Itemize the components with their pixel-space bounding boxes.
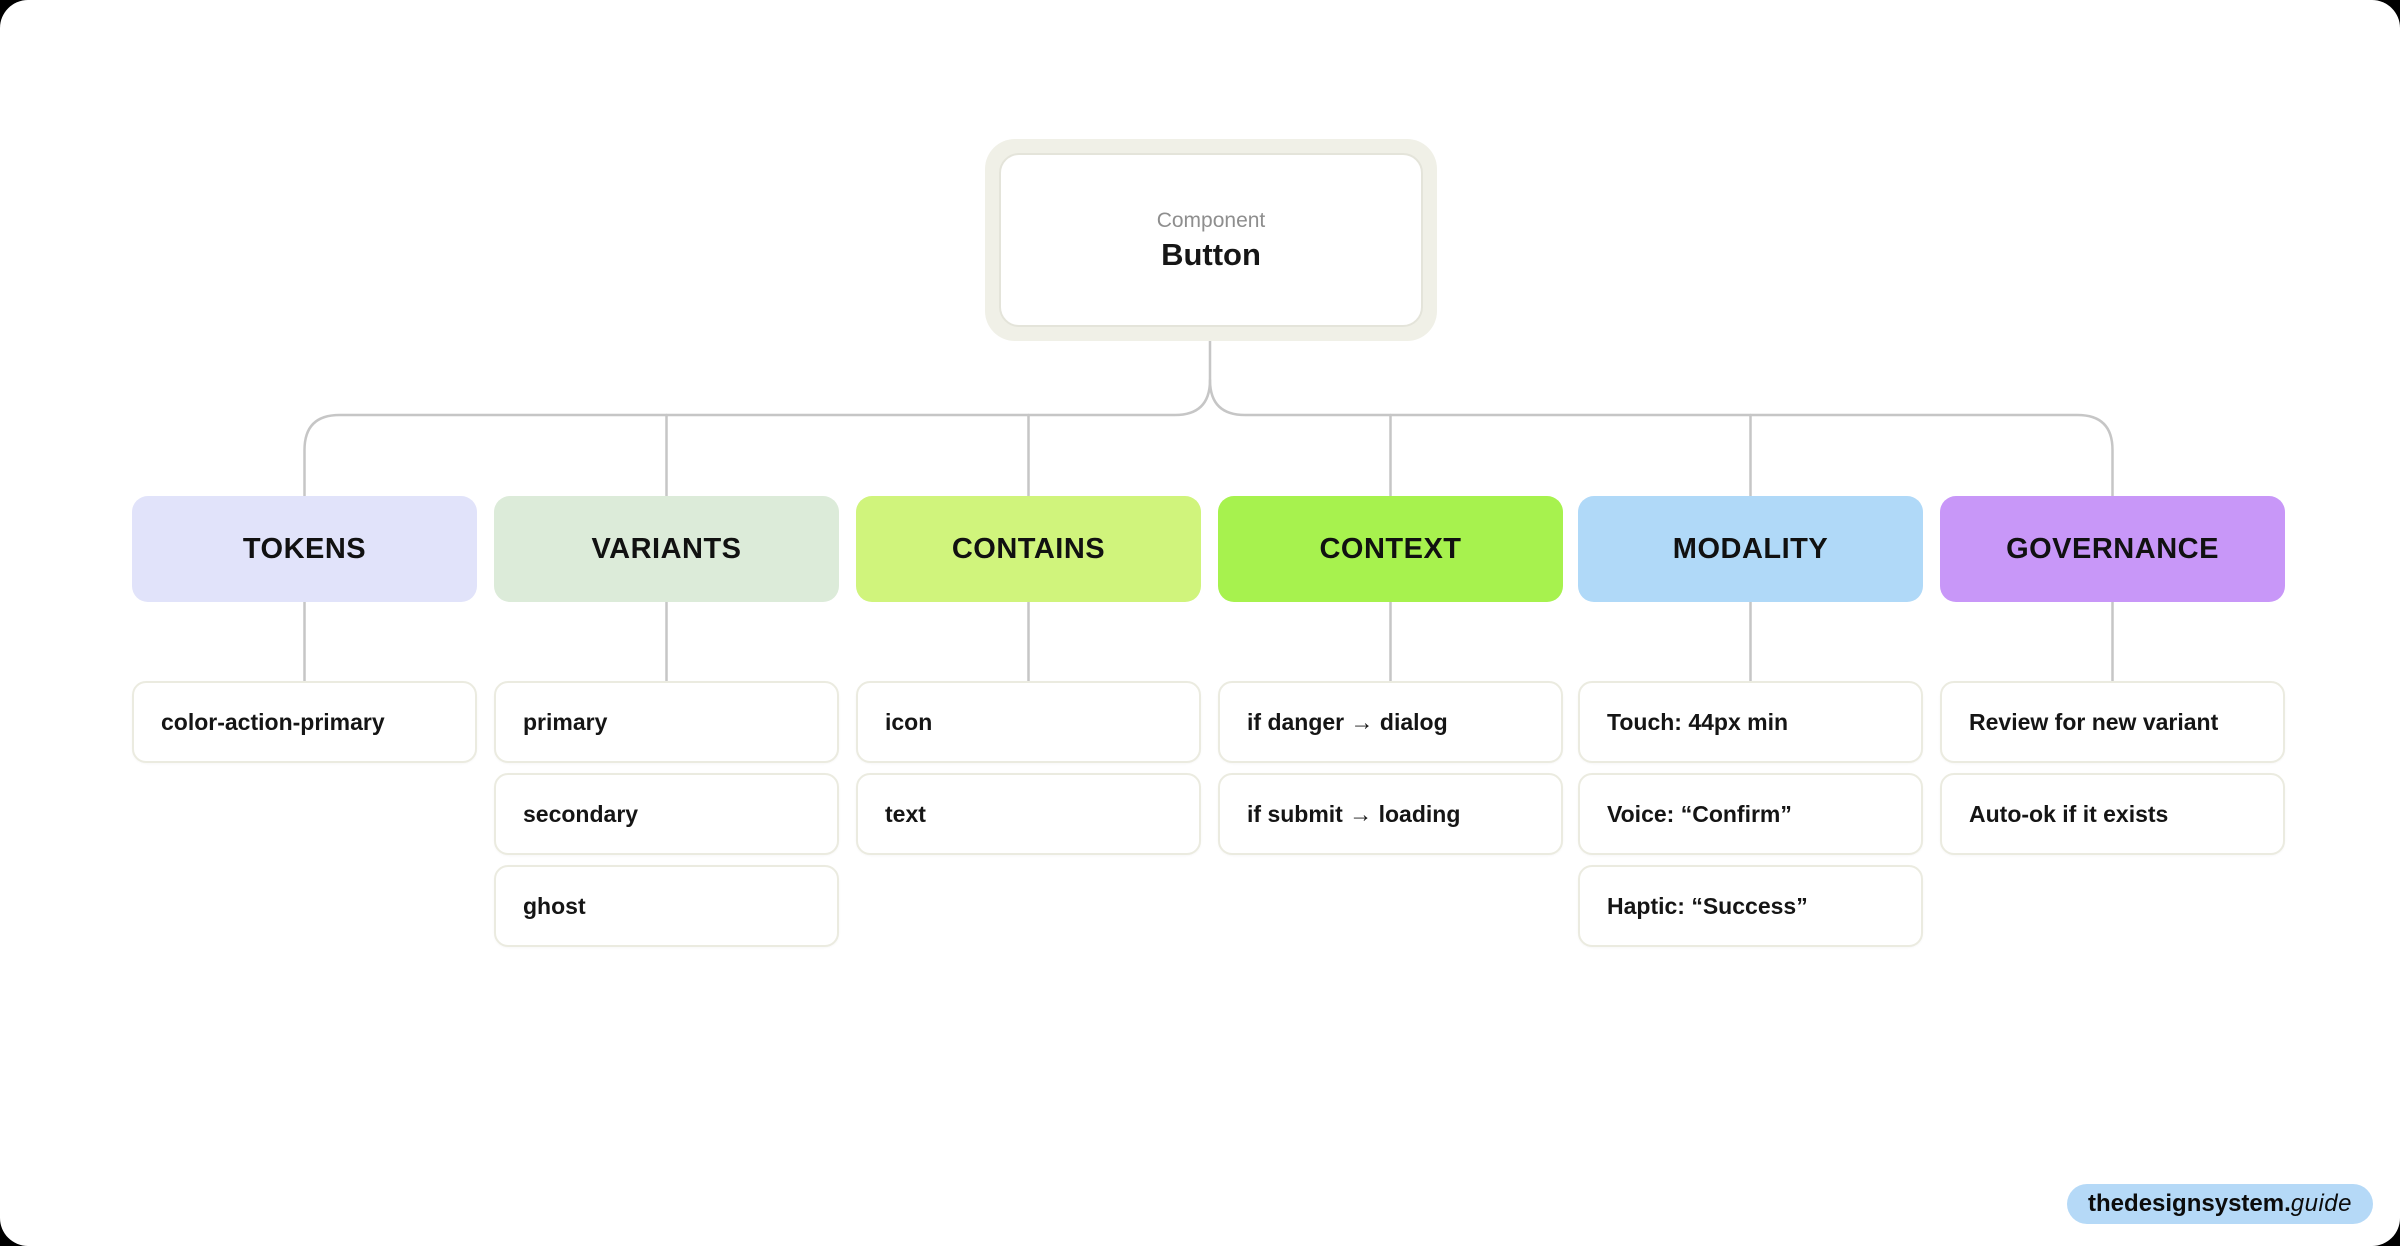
branch-children: Touch: 44px min Voice: “Confirm” Haptic:… <box>1578 681 1923 947</box>
child-node: text <box>856 773 1201 855</box>
root-node-card: Component Button <box>999 153 1423 327</box>
branch-header-modality: MODALITY <box>1578 496 1923 602</box>
branch-children: icon text <box>856 681 1201 855</box>
child-node: if submit → loading <box>1218 773 1563 855</box>
branch-header-tokens: TOKENS <box>132 496 477 602</box>
branch-variants: VARIANTS primary secondary ghost <box>494 496 839 947</box>
branch-children: primary secondary ghost <box>494 681 839 947</box>
child-node: secondary <box>494 773 839 855</box>
branch-header-context: CONTEXT <box>1218 496 1563 602</box>
child-node: color-action-primary <box>132 681 477 763</box>
child-node: icon <box>856 681 1201 763</box>
child-node: if danger → dialog <box>1218 681 1563 763</box>
branch-children: color-action-primary <box>132 681 477 763</box>
connector-bus-left <box>303 339 1212 499</box>
branch-contains: CONTAINS icon text <box>856 496 1201 855</box>
branch-context: CONTEXT if danger → dialog if submit → l… <box>1218 496 1563 855</box>
child-node: Auto-ok if it exists <box>1940 773 2285 855</box>
brand-badge-italic-text: guide <box>2290 1190 2352 1217</box>
branch-header-variants: VARIANTS <box>494 496 839 602</box>
branch-children: if danger → dialog if submit → loading <box>1218 681 1563 855</box>
connector-bus-right <box>1208 378 2114 499</box>
child-node: ghost <box>494 865 839 947</box>
child-node: Haptic: “Success” <box>1578 865 1923 947</box>
child-node: Voice: “Confirm” <box>1578 773 1923 855</box>
root-node: Component Button <box>985 139 1437 341</box>
child-node: Review for new variant <box>1940 681 2285 763</box>
child-node: Touch: 44px min <box>1578 681 1923 763</box>
branch-children: Review for new variant Auto-ok if it exi… <box>1940 681 2285 855</box>
branch-modality: MODALITY Touch: 44px min Voice: “Confirm… <box>1578 496 1923 947</box>
branch-tokens: TOKENS color-action-primary <box>132 496 477 763</box>
root-node-type-label: Component <box>1156 209 1266 232</box>
child-node: primary <box>494 681 839 763</box>
branch-header-governance: GOVERNANCE <box>1940 496 2285 602</box>
branch-governance: GOVERNANCE Review for new variant Auto-o… <box>1940 496 2285 855</box>
brand-badge[interactable]: thedesignsystem.guide <box>2067 1184 2373 1224</box>
connector-drops <box>665 413 1752 499</box>
branch-header-contains: CONTAINS <box>856 496 1201 602</box>
brand-badge-bold-text: thedesignsystem. <box>2088 1190 2291 1217</box>
root-node-title: Button <box>1161 237 1261 272</box>
